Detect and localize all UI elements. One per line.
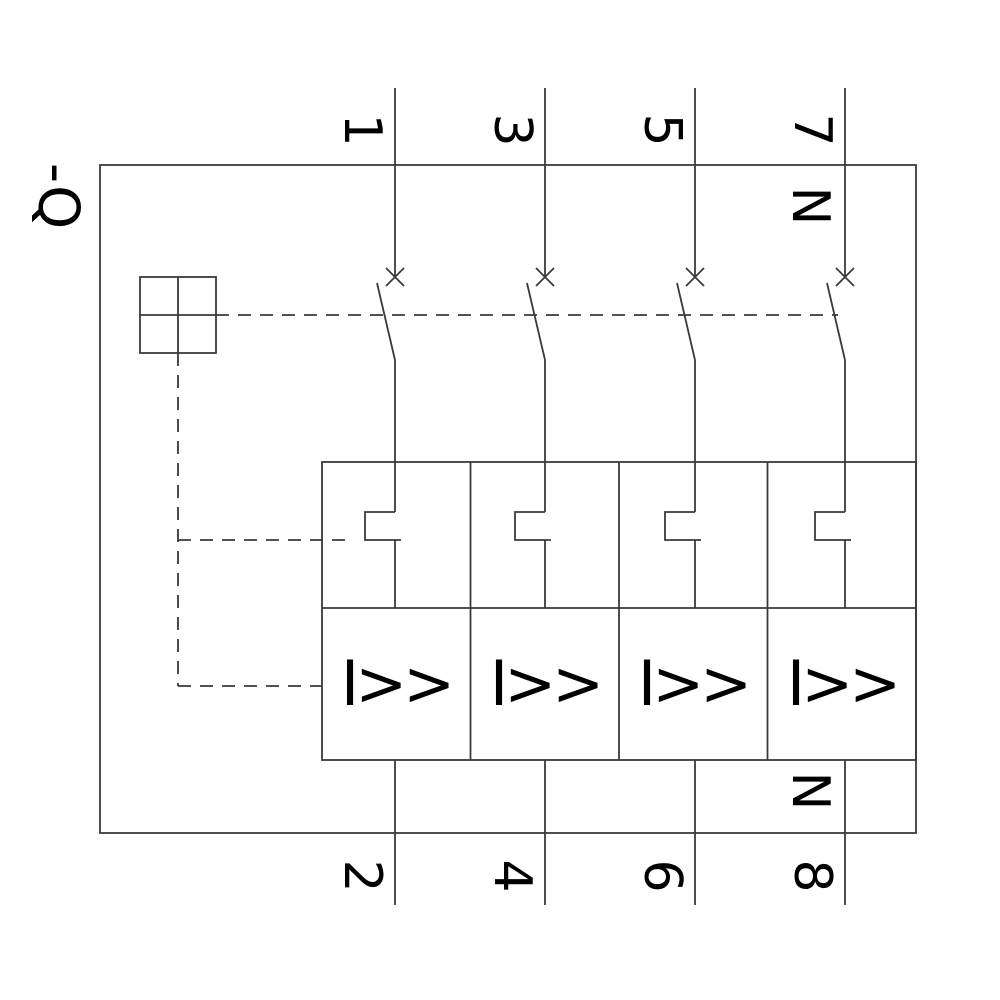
pole-4-contact-cross-icon [835, 267, 855, 287]
pole-2-symbol [514, 88, 555, 905]
terminal-label-1: 1 [332, 113, 392, 147]
pole-3-switch-blade [676, 282, 696, 361]
pole-2-switch-blade [526, 282, 546, 361]
pole-2-thermal-release-icon [514, 511, 551, 541]
pole-1-symbol [364, 88, 405, 905]
trip-label-pole-4: I>> [786, 647, 901, 720]
pole-1-switch-blade [376, 282, 396, 361]
actuator-handle-icon [139, 276, 217, 354]
pole-3-symbol [664, 88, 705, 905]
neutral-label-bottom: N [780, 771, 840, 811]
terminal-label-2: 2 [332, 859, 392, 893]
pole-3-thermal-release-icon [664, 511, 701, 541]
pole-4-thermal-release-icon [814, 511, 851, 541]
terminal-label-8: 8 [782, 859, 842, 893]
terminal-label-5: 5 [632, 113, 692, 147]
device-tag-label: -Q [25, 162, 90, 230]
terminal-label-6: 6 [632, 859, 692, 893]
trip-unit-grid [321, 461, 917, 761]
neutral-label-top: N [780, 186, 840, 226]
trip-label-pole-3: I>> [637, 647, 752, 720]
terminal-label-3: 3 [482, 113, 542, 147]
mechanical-coupling-linkage [177, 314, 838, 687]
trip-label-pole-1: I>> [340, 647, 455, 720]
pole-2-contact-cross-icon [535, 267, 555, 287]
trip-label-pole-2: I>> [489, 647, 604, 720]
device-outline [99, 164, 917, 834]
pole-4-switch-blade [826, 282, 846, 361]
pole-4-symbol [814, 88, 855, 905]
pole-3-contact-cross-icon [685, 267, 705, 287]
pole-1-thermal-release-icon [364, 511, 401, 541]
terminal-label-4: 4 [482, 859, 542, 893]
pole-1-contact-cross-icon [385, 267, 405, 287]
terminal-label-7: 7 [782, 113, 842, 147]
